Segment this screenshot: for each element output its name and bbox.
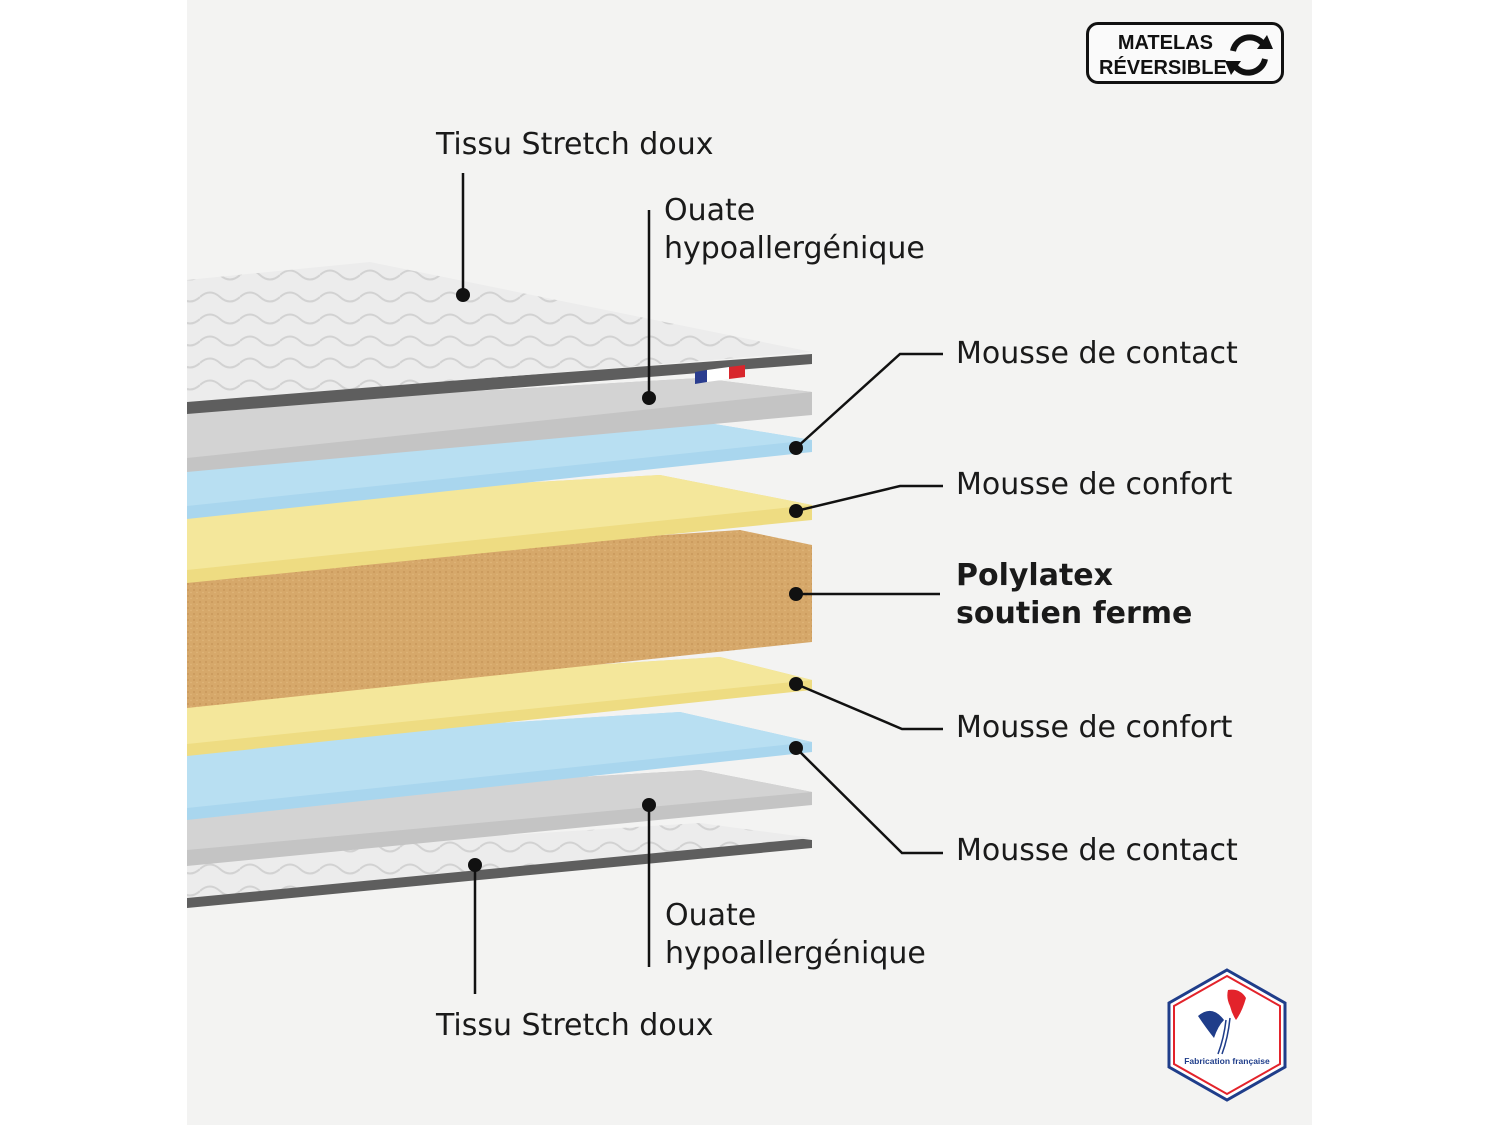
layer-bottom-comfort-top	[187, 657, 812, 744]
label-top-wadding-2: hypoallergénique	[664, 231, 925, 266]
label-core-1: Polylatex	[956, 558, 1114, 593]
rooster-icon	[1198, 989, 1246, 1055]
label-bottom-comfort: Mousse de confort	[956, 710, 1233, 745]
badge-line-2: RÉVERSIBLE	[1099, 57, 1227, 79]
reversible-badge: MATELAS RÉVERSIBLE	[1086, 22, 1284, 84]
layer-bottom-fabric-face	[187, 823, 812, 898]
hexagon-badge	[1167, 968, 1287, 1102]
reverse-arrows-icon	[1225, 34, 1273, 76]
layer-top-contact-top	[187, 420, 812, 506]
leader-dots	[456, 288, 803, 872]
badge-line-1: MATELAS	[1117, 32, 1213, 54]
label-top-comfort: Mousse de confort	[956, 467, 1233, 502]
label-bottom-contact: Mousse de contact	[956, 833, 1238, 868]
label-top-wadding-1: Ouate	[664, 193, 756, 228]
label-bottom-wadding-1: Ouate	[665, 898, 757, 933]
label-bottom-wadding-2: hypoallergénique	[665, 936, 926, 971]
label-top-contact: Mousse de contact	[956, 336, 1238, 371]
layer-bottom-wadding-top	[187, 770, 812, 850]
label-top-fabric: Tissu Stretch doux	[436, 127, 714, 162]
badge-text: MATELAS RÉVERSIBLE	[1099, 31, 1227, 81]
layer-top-fabric-edge	[187, 354, 812, 414]
logo-caption: Fabrication française	[1184, 1056, 1270, 1066]
label-core-2: soutien ferme	[956, 596, 1193, 631]
leader-lines	[461, 173, 943, 994]
layer-polylatex	[187, 530, 812, 708]
label-bottom-fabric: Tissu Stretch doux	[436, 1008, 714, 1043]
french-flag-icon	[695, 365, 745, 384]
layer-top-fabric	[187, 262, 812, 402]
